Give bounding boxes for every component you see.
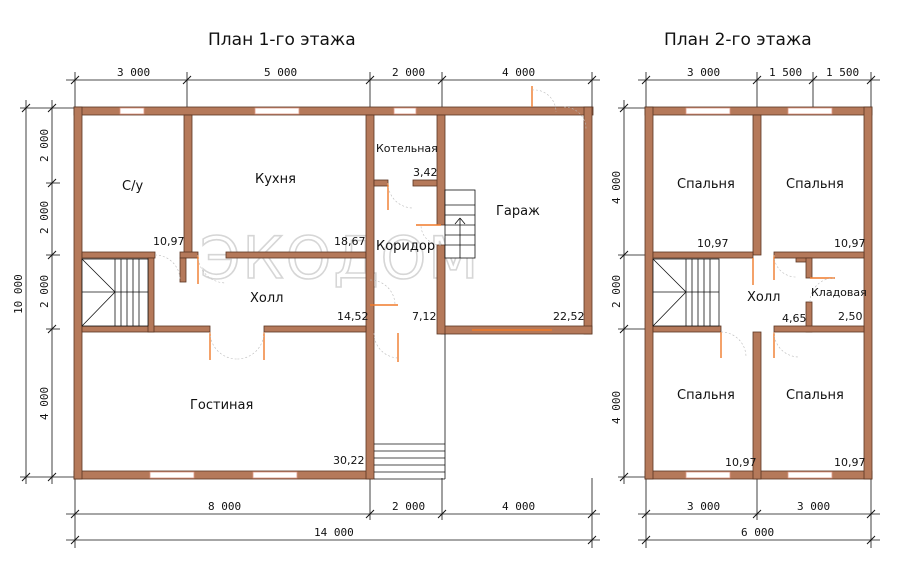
room-hall1-area: 14,52 bbox=[337, 310, 369, 323]
room-bed-br-name: Спальня bbox=[786, 388, 844, 403]
floor2-doors bbox=[720, 254, 835, 358]
floor2-labels: Спальня 10,97 Спальня 10,97 Кладовая 2,5… bbox=[677, 177, 867, 469]
dim-f1-left-total: 10 000 bbox=[12, 274, 25, 314]
room-boiler-name: Котельная bbox=[376, 142, 438, 155]
floor1-stair-garage bbox=[444, 189, 476, 259]
dim-f1-top-1: 3 000 bbox=[117, 66, 150, 79]
room-garage-name: Гараж bbox=[496, 204, 540, 219]
room-hall1-name: Холл bbox=[250, 291, 283, 306]
dim-f2-left-1: 4 000 bbox=[610, 171, 623, 204]
dim-f1-bottom-3: 4 000 bbox=[502, 500, 535, 513]
floor2-title: План 2-го этажа bbox=[664, 30, 812, 50]
dim-f2-bottom-1: 3 000 bbox=[687, 500, 720, 513]
room-bed-tr-area: 10,97 bbox=[834, 237, 866, 250]
dim-f1-left-1: 2 000 bbox=[38, 129, 51, 162]
floor2-stair bbox=[652, 258, 720, 327]
floor2-windows bbox=[685, 107, 833, 479]
room-bath-name: С/у bbox=[122, 179, 143, 194]
dim-f2-left-2: 2 000 bbox=[610, 275, 623, 308]
dim-f1-bottom-2: 2 000 bbox=[392, 500, 425, 513]
dim-f2-top-2: 1 500 bbox=[769, 66, 802, 79]
room-bed-tr-name: Спальня bbox=[786, 177, 844, 192]
dim-f1-top-2: 5 000 bbox=[264, 66, 297, 79]
floor1-doors bbox=[154, 86, 587, 362]
dim-f2-left-3: 4 000 bbox=[610, 391, 623, 424]
room-storage-name: Кладовая bbox=[811, 286, 867, 299]
room-living-name: Гостиная bbox=[190, 398, 253, 413]
dim-f1-top-4: 4 000 bbox=[502, 66, 535, 79]
room-bed-bl-name: Спальня bbox=[677, 388, 735, 403]
room-boiler-area: 3,42 bbox=[413, 166, 438, 179]
floor1-windows bbox=[119, 107, 417, 479]
room-hall2-area: 4,65 bbox=[782, 312, 807, 325]
room-bed-br-area: 10,97 bbox=[834, 456, 866, 469]
dim-f2-top-3: 1 500 bbox=[826, 66, 859, 79]
room-storage-area: 2,50 bbox=[838, 310, 863, 323]
room-corridor-area: 7,12 bbox=[412, 310, 437, 323]
dim-f1-left-4: 4 000 bbox=[38, 387, 51, 420]
dim-f2-total: 6 000 bbox=[741, 526, 774, 539]
dimension-labels: 3 000 5 000 2 000 4 000 8 000 2 000 4 00… bbox=[12, 66, 859, 539]
room-bath-area: 10,97 bbox=[153, 235, 185, 248]
dim-f1-bottom-1: 8 000 bbox=[208, 500, 241, 513]
room-bed-tl-name: Спальня bbox=[677, 177, 735, 192]
floor1-title: План 1-го этажа bbox=[208, 30, 356, 50]
dim-f1-left-2: 2 000 bbox=[38, 201, 51, 234]
dim-f2-bottom-2: 3 000 bbox=[797, 500, 830, 513]
room-corridor-name: Коридор bbox=[376, 239, 435, 254]
dimension-lines bbox=[20, 72, 880, 548]
dim-f1-total: 14 000 bbox=[314, 526, 354, 539]
room-hall2-name: Холл bbox=[747, 290, 780, 305]
room-bed-tl-area: 10,97 bbox=[697, 237, 729, 250]
room-kitchen-area: 18,67 bbox=[334, 235, 366, 248]
room-living-area: 30,22 bbox=[333, 454, 365, 467]
dim-f1-top-3: 2 000 bbox=[392, 66, 425, 79]
floor1-walls bbox=[73, 106, 594, 480]
room-bed-bl-area: 10,97 bbox=[725, 456, 757, 469]
dim-f2-top-1: 3 000 bbox=[687, 66, 720, 79]
dim-f1-left-3: 2 000 bbox=[38, 275, 51, 308]
room-kitchen-name: Кухня bbox=[255, 172, 296, 187]
floor1-stair-main bbox=[81, 258, 149, 327]
floor2-walls bbox=[644, 106, 873, 480]
floor1-porch bbox=[374, 334, 446, 480]
floor1-labels: С/у 10,97 Кухня 18,67 Котельная 3,42 Гар… bbox=[122, 142, 585, 467]
room-garage-area: 22,52 bbox=[553, 310, 585, 323]
